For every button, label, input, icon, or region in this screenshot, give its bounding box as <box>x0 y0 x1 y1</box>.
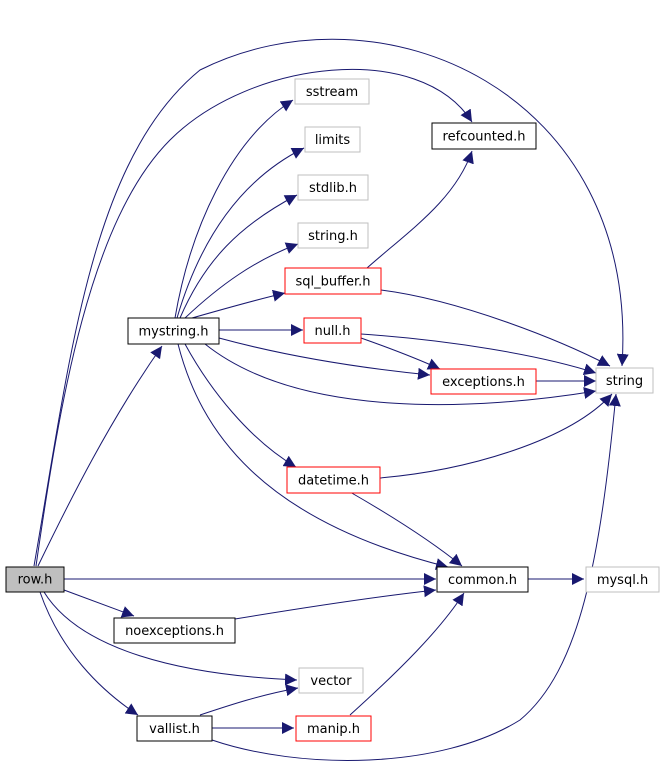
nodes: row.h mystring.h sstream limits stdlib.h… <box>5 78 660 742</box>
node-label: refcounted.h <box>443 130 526 145</box>
edge-noexceptions-h-to-common-h <box>234 585 437 620</box>
node-null-h[interactable]: null.h <box>303 317 362 344</box>
edge-mystring-h-to-sstream <box>174 99 294 319</box>
edge-row-h-to-vector <box>43 591 298 686</box>
node-label: mystring.h <box>138 325 208 340</box>
node-sstream[interactable]: sstream <box>294 78 370 105</box>
node-label: stdlib.h <box>309 181 357 196</box>
node-label: manip.h <box>307 722 360 737</box>
node-label: exceptions.h <box>442 375 525 390</box>
node-vector[interactable]: vector <box>298 667 364 694</box>
node-label: sql_buffer.h <box>295 275 370 290</box>
node-label: vallist.h <box>149 722 200 737</box>
node-datetime-h[interactable]: datetime.h <box>286 466 381 494</box>
node-label: row.h <box>18 573 53 588</box>
node-string[interactable]: string <box>595 367 654 394</box>
edge-row-h-to-mystring-h <box>37 345 163 567</box>
node-noexceptions-h[interactable]: noexceptions.h <box>113 617 236 644</box>
node-label: limits <box>315 133 351 148</box>
node-refcounted-h[interactable]: refcounted.h <box>431 122 537 150</box>
edge-null-h-to-string <box>360 333 597 376</box>
edge-row-h-to-noexceptions-h <box>63 589 135 618</box>
edge-mystring-h-to-datetime-h <box>184 343 297 468</box>
node-label: sstream <box>306 85 358 100</box>
node-vallist-h[interactable]: vallist.h <box>136 715 213 742</box>
node-label: mysql.h <box>597 573 648 588</box>
edges <box>33 38 629 761</box>
edge-mystring-h-to-common-h <box>177 343 449 570</box>
node-row-h[interactable]: row.h <box>5 566 65 593</box>
node-common-h[interactable]: common.h <box>436 566 529 593</box>
edge-row-h-to-refcounted-h <box>35 68 473 567</box>
node-label: noexceptions.h <box>125 624 224 639</box>
node-string-h[interactable]: string.h <box>297 222 369 249</box>
edge-mystring-h-to-stdlib-h <box>179 194 298 319</box>
node-stdlib-h[interactable]: stdlib.h <box>297 174 369 201</box>
edge-sql-buffer-h-to-string <box>380 289 611 367</box>
edge-vallist-h-to-vector <box>199 684 299 716</box>
edge-mystring-h-to-string-h <box>184 242 299 319</box>
edge-mystring-h-to-exceptions-h <box>218 337 431 380</box>
edge-datetime-h-to-string <box>379 393 613 479</box>
edge-row-h-to-vallist-h <box>39 591 139 716</box>
node-manip-h[interactable]: manip.h <box>295 715 372 742</box>
node-mystring-h[interactable]: mystring.h <box>127 317 220 345</box>
node-limits[interactable]: limits <box>304 126 361 153</box>
edge-mystring-h-to-limits <box>176 147 305 319</box>
edge-manip-h-to-common-h <box>349 592 465 716</box>
node-label: common.h <box>448 573 517 588</box>
node-label: string <box>606 374 643 389</box>
edge-mystring-h-to-sql-buffer-h <box>191 289 286 319</box>
edge-vallist-h-to-string <box>211 393 621 761</box>
node-mysql-h[interactable]: mysql.h <box>585 566 660 593</box>
edge-null-h-to-exceptions-h <box>360 337 441 370</box>
edge-datetime-h-to-common-h <box>349 491 463 567</box>
edge-mystring-h-to-string <box>204 343 597 406</box>
node-label: string.h <box>308 229 358 244</box>
node-sql-buffer-h[interactable]: sql_buffer.h <box>284 267 382 295</box>
node-exceptions-h[interactable]: exceptions.h <box>430 368 537 395</box>
node-label: vector <box>310 674 352 689</box>
edge-sql-buffer-h-to-refcounted-h <box>366 150 474 269</box>
edge-row-h-to-string <box>33 38 629 567</box>
node-label: datetime.h <box>298 474 369 489</box>
node-label: null.h <box>314 324 350 339</box>
